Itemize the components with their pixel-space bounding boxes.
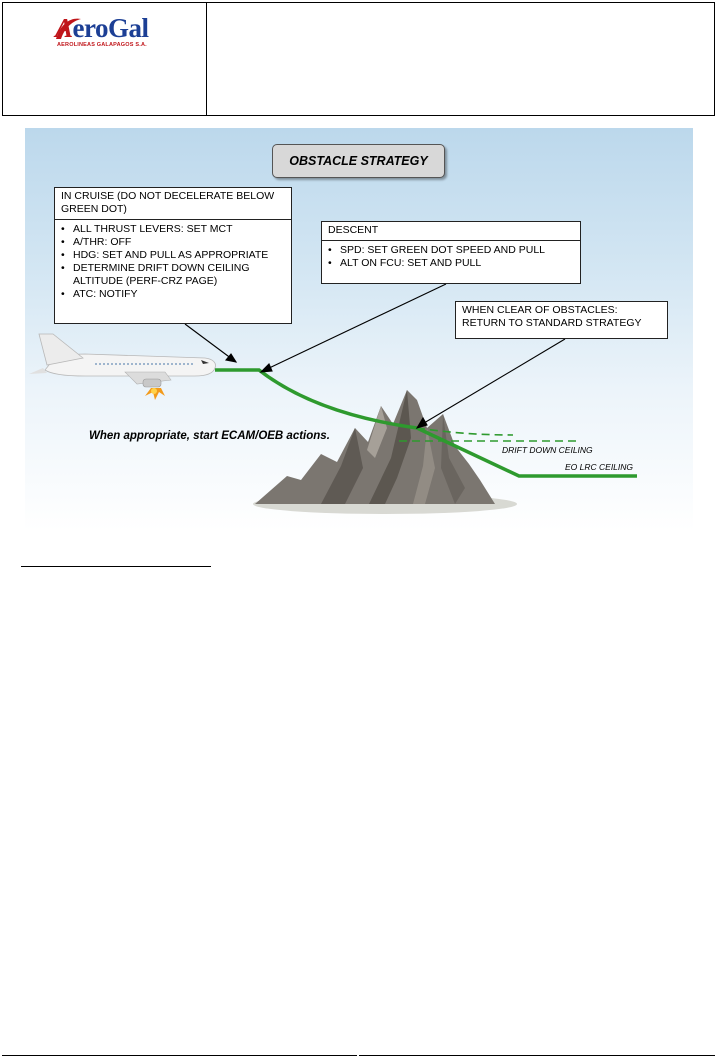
eo-lrc-ceiling-label: EO LRC CEILING (565, 462, 633, 472)
list-item: SPD: SET GREEN DOT SPEED AND PULL (328, 244, 574, 257)
cruise-box: IN CRUISE (DO NOT DECELERATE BELOW GREEN… (54, 187, 292, 324)
section-underline (21, 566, 211, 567)
footer-rule-left (2, 1055, 357, 1056)
arrow-cruise (185, 324, 236, 362)
list-item: A/THR: OFF (61, 236, 285, 249)
drift-down-ceiling-label: DRIFT DOWN CEILING (502, 445, 593, 455)
cruise-heading: IN CRUISE (DO NOT DECELERATE BELOW GREEN… (55, 188, 291, 220)
figure-title: OBSTACLE STRATEGY (272, 144, 445, 178)
cruise-list: ALL THRUST LEVERS: SET MCT A/THR: OFF HD… (55, 220, 291, 303)
list-item: ALL THRUST LEVERS: SET MCT (61, 223, 285, 236)
descent-list: SPD: SET GREEN DOT SPEED AND PULL ALT ON… (322, 241, 580, 272)
logo-initial: A (55, 13, 73, 43)
aircraft-icon (29, 334, 216, 400)
footer-rule-right (359, 1055, 715, 1056)
mountain-icon (253, 390, 517, 514)
header-divider (206, 3, 207, 115)
aerogal-logo: AeroGal AEROLINEAS GALAPAGOS S.A. (53, 13, 163, 51)
list-item: HDG: SET AND PULL AS APPROPRIATE (61, 249, 285, 262)
clear-of-obstacles-box: WHEN CLEAR OF OBSTACLES: RETURN TO STAND… (455, 301, 668, 339)
logo-subtitle: AEROLINEAS GALAPAGOS S.A. (57, 42, 147, 48)
list-item: ALT ON FCU: SET AND PULL (328, 257, 574, 270)
descent-box: DESCENT SPD: SET GREEN DOT SPEED AND PUL… (321, 221, 581, 284)
logo-title: AeroGal (55, 13, 149, 43)
descent-heading: DESCENT (322, 222, 580, 241)
arrow-descent (265, 284, 446, 370)
document-header: AeroGal AEROLINEAS GALAPAGOS S.A. (2, 2, 715, 116)
obstacle-strategy-figure: OBSTACLE STRATEGY IN CRUISE (DO NOT DECE… (25, 128, 693, 531)
list-item: DETERMINE DRIFT DOWN CEILING ALTITUDE (P… (61, 262, 285, 288)
list-item: ATC: NOTIFY (61, 288, 285, 301)
arrow-clear (419, 339, 565, 426)
ecam-note: When appropriate, start ECAM/OEB actions… (89, 430, 330, 442)
